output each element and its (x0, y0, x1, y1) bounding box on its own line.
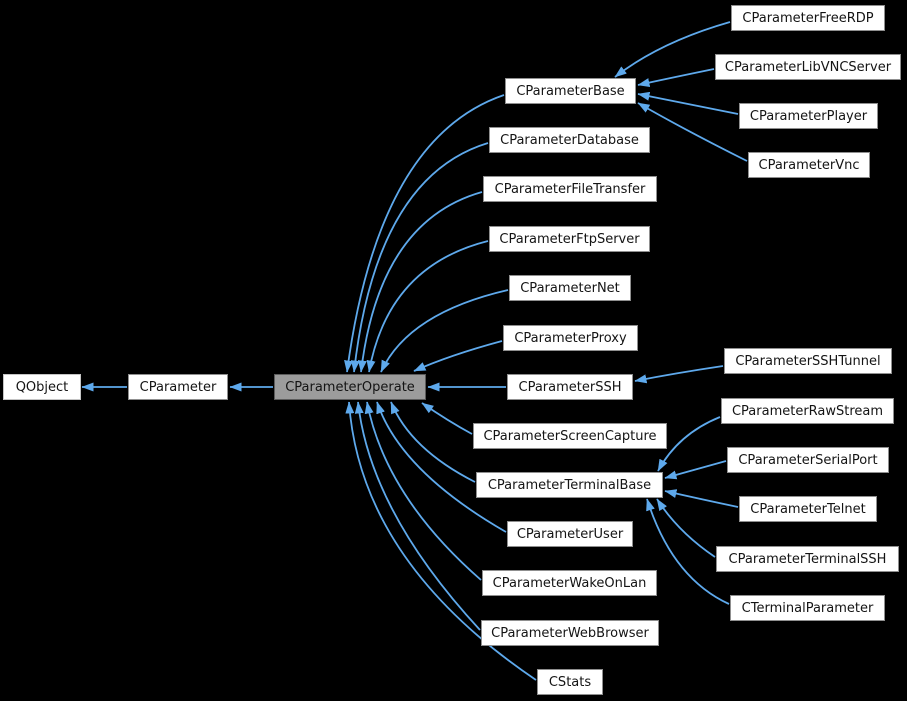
node-cterminalparameter[interactable]: CTerminalParameter (730, 595, 885, 621)
node-cparameterproxy[interactable]: CParameterProxy (503, 325, 638, 351)
edge-cparametersshtunnel-to-cparameterssh (634, 365, 724, 384)
node-cparameterwebbrowser[interactable]: CParameterWebBrowser (481, 620, 659, 646)
node-cparameterfiletransfer[interactable]: CParameterFileTransfer (483, 176, 657, 202)
edge-cparameterterminalbase-to-cparameteroperate (390, 401, 476, 483)
edge-cparameterplayer-to-cparameterbase (637, 91, 739, 115)
edge-cparameterftpserver-to-cparameteroperate (366, 240, 489, 373)
edge-cparameterdatabase-to-cparameteroperate (350, 142, 489, 373)
edge-cparameterlibvncserver-to-cparameterbase (637, 68, 715, 87)
node-cparametersshtunnel[interactable]: CParameterSSHTunnel (724, 348, 892, 374)
node-cparameterwakeonlan[interactable]: CParameterWakeOnLan (482, 570, 657, 596)
node-cparameter[interactable]: CParameter (128, 374, 228, 400)
node-cparameterdatabase[interactable]: CParameterDatabase (489, 127, 650, 153)
node-cparameterscreencapture[interactable]: CParameterScreenCapture (473, 423, 667, 449)
edge-cparameterserialport-to-cparameterterminalbase (664, 460, 727, 480)
node-cparameterftpserver[interactable]: CParameterFtpServer (489, 226, 650, 252)
node-cparameterplayer[interactable]: CParameterPlayer (739, 103, 878, 129)
node-qobject[interactable]: QObject (3, 374, 81, 400)
edge-cparametervnc-to-cparameterbase (637, 102, 748, 162)
edge-cparameterwebbrowser-to-cparameteroperate (354, 401, 481, 631)
node-cparameterterminalssh[interactable]: CParameterTerminalSSH (716, 546, 899, 572)
node-cparameteruser[interactable]: CParameterUser (507, 521, 633, 547)
edge-cparameternet-to-cparameteroperate (380, 289, 509, 373)
node-cparameternet[interactable]: CParameterNet (509, 275, 631, 301)
node-cstats[interactable]: CStats (537, 669, 603, 695)
node-cparameterrawstream[interactable]: CParameterRawStream (721, 398, 894, 424)
edge-cparameterbase-to-cparameteroperate (344, 94, 505, 373)
edge-cstats-to-cparameteroperate (345, 401, 537, 681)
node-cparameterserialport[interactable]: CParameterSerialPort (727, 447, 889, 473)
edge-cparameterfreerdp-to-cparameterbase (614, 21, 731, 78)
edge-cparameterrawstream-to-cparameterterminalbase (657, 416, 721, 472)
node-cparametertelnet[interactable]: CParameterTelnet (739, 496, 877, 522)
edge-cparameterscreencapture-to-cparameteroperate (421, 402, 473, 435)
node-cparameterssh[interactable]: CParameterSSH (507, 374, 633, 400)
edge-cparameterwakeonlan-to-cparameteroperate (364, 401, 482, 581)
edge-cparameterfiletransfer-to-cparameteroperate (357, 191, 483, 373)
edge-cparametertelnet-to-cparameterterminalbase (664, 489, 739, 508)
node-cparameterbase[interactable]: CParameterBase (505, 78, 636, 104)
node-cparametervnc[interactable]: CParameterVnc (748, 152, 870, 178)
node-cparameterterminalbase[interactable]: CParameterTerminalBase (476, 472, 663, 498)
edge-cterminalparameter-to-cparameterterminalbase (646, 498, 730, 605)
edge-cparameterproxy-to-cparameteroperate (413, 340, 503, 372)
edge-cparameteruser-to-cparameteroperate (376, 401, 507, 533)
node-cparameteroperate: CParameterOperate (274, 374, 426, 400)
edge-cparameterterminalssh-to-cparameterterminalbase (656, 498, 716, 558)
node-cparameterfreerdp[interactable]: CParameterFreeRDP (731, 5, 885, 31)
node-cparameterlibvncserver[interactable]: CParameterLibVNCServer (715, 54, 901, 80)
